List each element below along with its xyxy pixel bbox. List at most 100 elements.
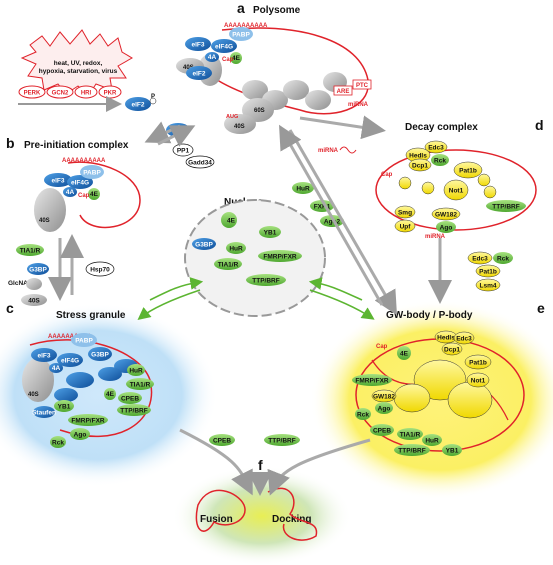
d-upf: Upf bbox=[400, 224, 412, 231]
polysome-40s: 40S bbox=[183, 65, 194, 71]
e-hur: HuR bbox=[425, 438, 439, 445]
e-ago: Ago bbox=[378, 406, 391, 413]
sg-ttp: TTP/BRF bbox=[120, 408, 147, 415]
e-pat1b: Pat1b bbox=[469, 360, 487, 367]
e-cpeb: CPEB bbox=[373, 428, 391, 435]
preinit-eif4g: eIF4G bbox=[71, 180, 89, 187]
pp1-label: PP1 bbox=[177, 148, 190, 155]
decay-complex: Hedls Edc3 Dcp1 Rck Pat1b Not1 Smg Upf G… bbox=[375, 140, 537, 240]
d-smg: Smg bbox=[398, 210, 412, 217]
sg-g3bp: G3BP bbox=[91, 352, 109, 359]
nucleus-ttp: TTP/BRF bbox=[252, 278, 279, 285]
gw-body-title: GW-body / P-body bbox=[386, 310, 473, 321]
polysome-4e: 4E bbox=[232, 55, 241, 62]
e-dcp1: Dcp1 bbox=[444, 347, 460, 354]
d-not1: Not1 bbox=[449, 188, 464, 195]
preinit-polya: AAAAAAAAAA bbox=[62, 158, 106, 164]
fusion-halo bbox=[172, 466, 352, 565]
gadd34-label: Gadd34 bbox=[188, 160, 212, 167]
kinase-perk: PERK bbox=[24, 91, 41, 97]
panel-e-label: e bbox=[537, 300, 545, 316]
polysome-cap: Cap bbox=[222, 57, 234, 63]
e-yb1: YB1 bbox=[446, 448, 459, 455]
preinit-4e: 4E bbox=[90, 191, 99, 198]
b-glcnac: GlcNAc bbox=[8, 280, 32, 287]
sg-tia1r: TIA1/R bbox=[130, 382, 151, 389]
polysome-40s-lower: 40S bbox=[234, 124, 245, 130]
b-hsp70: Hsp70 bbox=[90, 267, 110, 274]
sg-staufen: Staufen bbox=[32, 410, 56, 417]
free-lsm4: Lsm4 bbox=[480, 283, 497, 290]
d-ago: Ago bbox=[440, 225, 453, 232]
preinit-4a: 4A bbox=[66, 189, 75, 196]
d-pat1b: Pat1b bbox=[459, 168, 477, 175]
sg-pabp: PABP bbox=[75, 338, 93, 345]
free-edc3: Edc3 bbox=[472, 256, 488, 263]
d-dcp1: Dcp1 bbox=[412, 163, 428, 170]
d-rck: Rck bbox=[434, 158, 446, 165]
kinase-gcn2: GCN2 bbox=[52, 91, 69, 97]
preinit-cap: Cap bbox=[78, 193, 90, 199]
sg-4a: 4A bbox=[52, 365, 61, 372]
nucleus-4e: 4E bbox=[227, 218, 236, 225]
d-edc3: Edc3 bbox=[428, 145, 444, 152]
ptc-box: PTC bbox=[356, 83, 369, 89]
d-hedls: Hedls bbox=[409, 153, 427, 160]
polysome-complex: AAAAAAAAAA 60S 40S AUG 40S eIF3 eIF4G PA… bbox=[176, 23, 369, 134]
sg-eif3: eIF3 bbox=[37, 353, 50, 360]
sg-cpeb: CPEB bbox=[121, 396, 139, 403]
sg-yb1: YB1 bbox=[58, 404, 71, 411]
free-pat1b: Pat1b bbox=[479, 269, 497, 276]
nucleus-g3bp: G3BP bbox=[195, 242, 213, 249]
polysome-polya: AAAAAAAAAA bbox=[224, 23, 268, 29]
polysome-pabp: PABP bbox=[232, 32, 250, 39]
panel-b-label: b bbox=[6, 135, 15, 151]
kinase-row: PERK GCN2 HRI PKR bbox=[18, 85, 122, 99]
sg-polya: AAAAAAAAAA bbox=[48, 334, 92, 340]
gw-body: Hedls Edc3 Dcp1 Pat1b Not1 4E Cap FMRP/F… bbox=[352, 330, 525, 456]
polysome-title: Polysome bbox=[253, 5, 301, 16]
panel-a-label: a bbox=[237, 0, 245, 16]
e-4e: 4E bbox=[400, 351, 409, 358]
stress-starburst bbox=[20, 29, 133, 97]
gw-body-halo bbox=[310, 300, 553, 500]
docking-mrna bbox=[267, 487, 318, 541]
nucleus-hur: HuR bbox=[229, 246, 243, 253]
preinit-eif3: eIF3 bbox=[51, 178, 64, 185]
d-ttp: TTP/BRF bbox=[492, 204, 519, 211]
stress-granule: AAAAAAAAAA 40S eIF3 eIF4G PABP G3BP 4A 4… bbox=[22, 333, 154, 448]
sg-rck: Rck bbox=[52, 440, 64, 447]
d-gw182: GW182 bbox=[435, 212, 457, 219]
preinit-40s: 40S bbox=[39, 218, 50, 224]
e-rck: Rck bbox=[357, 412, 369, 419]
polysome-aug: AUG bbox=[226, 114, 238, 120]
nucleus-fmrp: FMRP/FXR bbox=[263, 254, 297, 261]
are-box: ARE bbox=[337, 89, 350, 95]
e-cap: Cap bbox=[376, 344, 388, 350]
decay-title: Decay complex bbox=[405, 122, 478, 133]
fusion-mrna bbox=[195, 489, 246, 532]
phospho-label: P bbox=[151, 94, 155, 100]
sg-4e: 4E bbox=[106, 391, 115, 398]
mirna-mid: miRNA bbox=[318, 148, 339, 154]
b-tia1r: TIA1/R bbox=[20, 248, 41, 255]
pathway-arrows bbox=[48, 115, 452, 496]
preinit-complex: AAAAAAAAAA 40S eIF3 eIF4G PABP 4A 4E Cap bbox=[34, 158, 141, 232]
shuttle-arrows bbox=[137, 277, 375, 320]
mid-hur: HuR bbox=[296, 186, 310, 193]
panel-d-label: d bbox=[535, 117, 544, 133]
preinit-title: Pre-initiation complex bbox=[24, 140, 129, 151]
e-not1: Not1 bbox=[471, 378, 486, 385]
kinase-pkr: PKR bbox=[104, 91, 117, 97]
e-ttp: TTP/BRF bbox=[398, 448, 425, 455]
panel-c-label: c bbox=[6, 300, 14, 316]
e-hedls: Hedls bbox=[437, 335, 455, 342]
mid-ago2: Ago2 bbox=[324, 219, 341, 226]
d-cap: Cap bbox=[381, 172, 393, 178]
eif2-phospho-mol bbox=[125, 97, 151, 111]
panel-f-label: f bbox=[258, 457, 263, 473]
e-gw182: GW182 bbox=[373, 394, 395, 401]
e-edc3: Edc3 bbox=[456, 336, 472, 343]
sg-fmrp: FMRP/FXR bbox=[71, 418, 105, 425]
